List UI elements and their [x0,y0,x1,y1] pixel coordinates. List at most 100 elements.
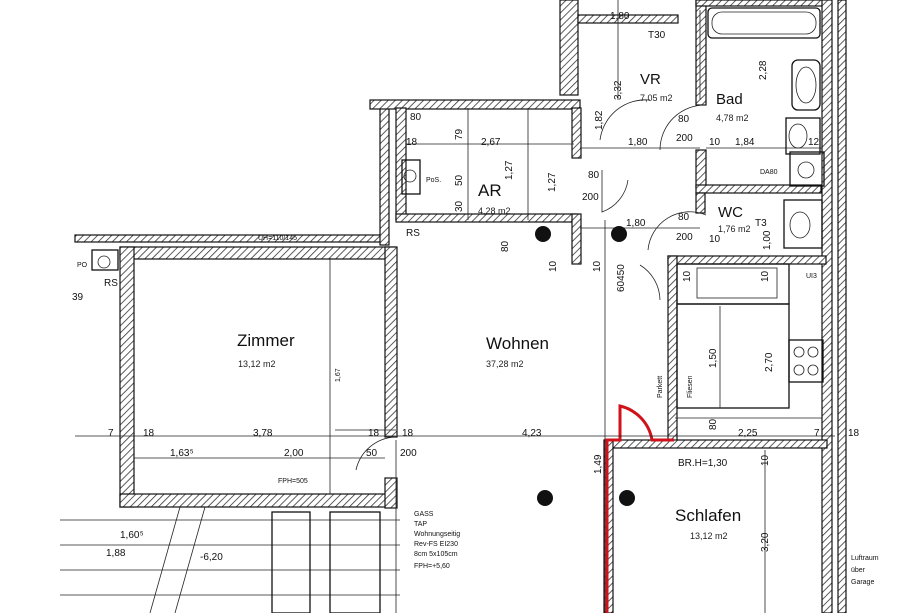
kitchen-counter-inner [696,267,778,299]
wall-ar-left [395,107,407,221]
room-area-schlafen: 13,12 m2 [690,531,728,541]
dim-label: 1,27 [547,172,558,192]
dim-label: 1,27 [504,160,515,180]
dim-label: 50 [454,174,465,186]
wall-ar-top [369,99,581,110]
dim-label: 3,32 [613,80,624,100]
dim-label: 10 [760,454,771,466]
wall-right-outer2 [837,0,847,613]
dim-label: 80 [678,212,690,223]
dim-label: 18 [143,428,155,439]
dim-label: 30 [454,200,465,212]
room-area-vr: 7,05 m2 [640,93,673,103]
wall-schlafen-top [611,439,828,449]
wall-wc-left [695,192,706,214]
dim-label: 1,63⁵ [170,448,194,459]
room-name-wohnen: Wohnen [486,334,549,353]
dim-label: 1,67 [335,368,342,382]
wall-zimmer-right [384,246,398,438]
dim-label: 1,49 [593,454,604,474]
dim-label: 2,00 [284,448,304,459]
room-area-zimmer: 13,12 m2 [238,359,276,369]
dim-label: 10 [592,260,603,272]
dim-label: FPH=+5,60 [414,563,450,570]
cooktop [788,339,824,383]
dim-label: 8cm 5x105cm [414,551,458,558]
shaft-right [789,151,825,187]
dim-label: 60450 [616,264,627,292]
wall-right-outer [821,0,833,613]
dim-label: 79 [454,128,465,140]
dim-label: 1,00 [762,230,773,250]
dim-label: 200 [676,232,693,243]
room-area-bad: 4,78 m2 [716,113,749,123]
dim-label: Garage [851,579,874,586]
dim-label: 80 [588,170,600,181]
dim-label: 1,84 [735,137,755,148]
dim-label: FPH=505 [278,478,308,485]
dim-label: 1,82 [594,110,605,130]
dimension-labels: 1,80 T30 2,28 3,32 1,82 80 200 10 1,84 1… [72,11,879,586]
room-labels: Zimmer 13,12 m2 Wohnen 37,28 m2 AR 4,28 … [237,71,751,541]
marker-dot [611,226,627,242]
room-name-wc: WC [718,204,743,221]
dim-label: 1,88 [106,548,126,559]
dim-label: UI3 [806,273,817,280]
kitchen [676,263,824,409]
wall-vr-left [559,0,579,96]
wall-kitchen-left [667,255,678,447]
dim-label: 7 [108,428,114,439]
dim-label: Parkett [657,376,664,398]
dim-label: 80 [678,114,690,125]
dim-label: 10 [709,137,721,148]
washbasin [791,59,821,111]
marker-dot [619,490,635,506]
door-swings [335,99,707,471]
dim-label: Luftraum [851,555,879,562]
wall-bad-left [695,0,707,106]
dim-label: 80 [410,112,422,123]
dim-label: 2,25 [738,428,758,439]
dim-label: 2,67 [481,137,501,148]
room-name-zimmer: Zimmer [237,331,295,350]
dim-label: Fliesen [687,375,694,398]
wall-bad-bottom [695,184,822,194]
wall-bad-top [695,0,832,7]
dim-label: 2,70 [764,352,775,372]
wall-bad-left-low [695,149,707,189]
dim-label: 18 [368,428,380,439]
wall-wc-bottom [667,255,827,265]
wall-zimmer-top [119,246,396,260]
wall-ar-right-low [571,213,582,265]
room-area-wc: 1,76 m2 [718,224,751,234]
stair-area [60,440,400,613]
room-name-ar: AR [478,181,502,200]
dim-label: 7 [814,428,820,439]
dim-label: 10 [682,270,693,282]
dim-label: 10 [548,260,559,272]
dim-label: 50 [366,448,378,459]
red-partition [605,404,674,613]
dim-label: 80 [500,240,511,252]
dim-label: BR.H=1,30 [678,458,728,469]
toilet-wc [783,199,823,249]
dim-label: 10 [709,234,721,245]
room-area-wohnen: 37,28 m2 [486,359,524,369]
toilet-bad [785,117,821,155]
wall-ar-right [571,107,582,159]
dim-label: 18 [848,428,860,439]
dim-label: T30 [648,30,666,41]
dim-label: T3 [755,218,767,229]
dim-label: 18 [402,428,414,439]
dim-label: 200 [582,192,599,203]
dim-label: 12 [808,137,820,148]
wall-zimmer-right-low [384,477,398,509]
dim-label: PoS. [426,177,441,184]
dim-label: 10 [760,270,771,282]
dim-label: GASS [414,511,434,518]
dim-label: 1,50 [708,348,719,368]
bath-fixtures [91,7,825,271]
dim-label: 4,23 [522,428,542,439]
dim-label: 3,78 [253,428,273,439]
